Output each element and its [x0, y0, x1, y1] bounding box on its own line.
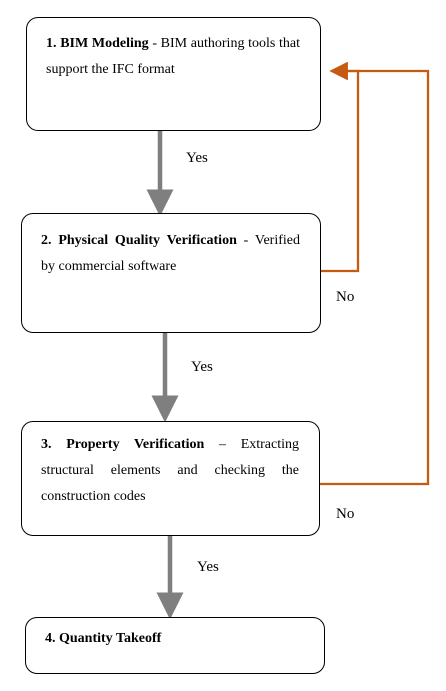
step-3-separator: – — [204, 437, 241, 452]
step-4-title: Quantity Takeoff — [59, 631, 162, 646]
step-1-separator: - — [148, 36, 161, 51]
yes-label-3: Yes — [197, 559, 219, 575]
step-2-description: Verified by commercial software — [41, 233, 300, 274]
step-1-description: BIM authoring tools that support the IFC… — [46, 36, 301, 77]
no-arrow-3-to-1 — [320, 61, 430, 486]
step-2-title: Physical Quality Verification — [58, 233, 237, 248]
yes-label-2: Yes — [191, 359, 213, 375]
step-3-title: Property Verification — [66, 437, 205, 452]
step-property-verification-box: 3. Property Verification – Extracting st… — [21, 421, 320, 536]
step-1-title: BIM Modeling — [60, 36, 149, 51]
step-2-number: 2. — [41, 233, 52, 248]
step-quantity-takeoff-box: 4. Quantity Takeoff — [25, 617, 325, 674]
step-bim-modeling-box: 1. BIM Modeling - BIM authoring tools th… — [26, 17, 321, 131]
step-4-number: 4. — [45, 631, 56, 646]
yes-label-1: Yes — [186, 150, 208, 166]
no-arrow-2-to-1 — [321, 61, 360, 273]
step-3-number: 3. — [41, 437, 52, 452]
step-physical-quality-verification-box: 2. Physical Quality Verification - Verif… — [21, 213, 321, 333]
no-label-1: No — [336, 289, 355, 305]
no-label-2: No — [336, 506, 355, 522]
step-3-description: Extracting structural elements and check… — [41, 437, 300, 504]
step-2-separator: - — [236, 233, 255, 248]
step-1-number: 1. — [46, 36, 57, 51]
